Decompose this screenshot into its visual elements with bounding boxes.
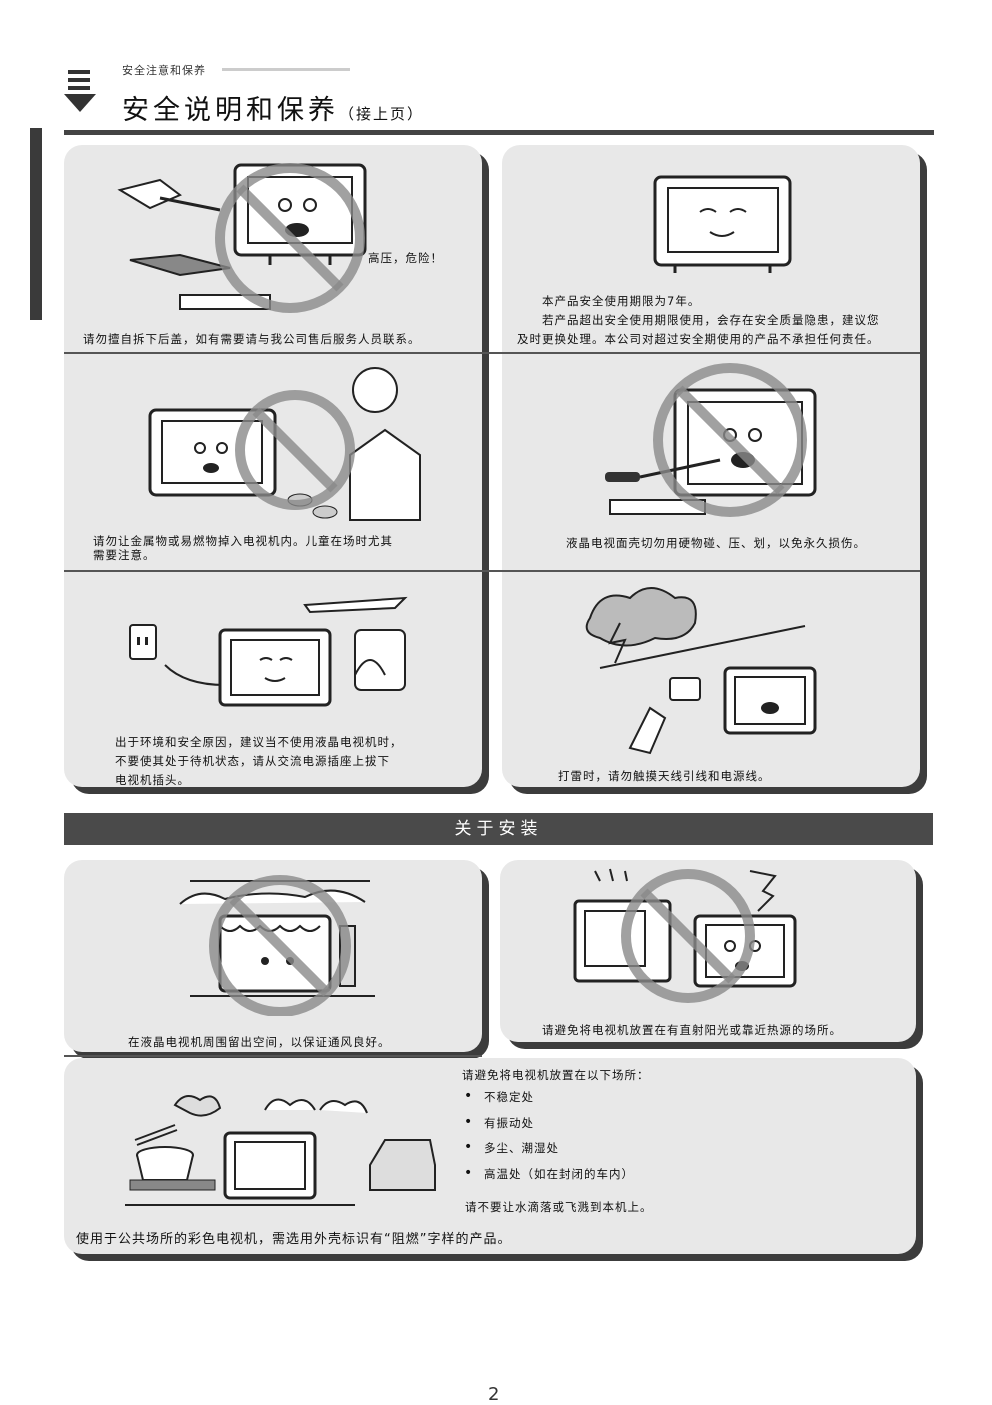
water-warning: 请不要让水滴落或飞溅到本机上。 — [465, 1200, 653, 1214]
caption-no-objects: 请勿让金属物或易燃物掉入电视机内。儿童在场时尤其需要注意。 — [93, 534, 393, 562]
unplug-line-3: 电视机插头。 — [115, 773, 190, 787]
list-item: 多尘、潮湿处 — [462, 1139, 634, 1166]
install-section-title: 关于安装 — [64, 813, 933, 845]
breadcrumb-rule — [222, 68, 350, 71]
bad-locations-illustration — [125, 1095, 436, 1206]
breadcrumb: 安全注意和保养 — [122, 64, 206, 77]
no-disassembly-illustration — [117, 163, 367, 313]
no-objects-line-2: 需要注意。 — [93, 548, 156, 562]
no-objects-illustration — [148, 367, 421, 521]
high-voltage-warning: 高压，危险！ — [368, 251, 443, 265]
page-title-suffix: （接上页） — [339, 105, 425, 123]
install-divider — [64, 1055, 482, 1057]
tv-lifetime-illustration — [653, 175, 792, 273]
lifetime-line-3: 及时更换处理。本公司对超过安全期使用的产品不承担任何责任。 — [517, 332, 880, 346]
list-item: 高温处（如在封闭的车内） — [462, 1165, 634, 1192]
unplug-illustration — [129, 596, 408, 707]
lifetime-line-2: 若产品超出安全使用期限使用，会存在安全质量隐患，建议您 — [542, 313, 880, 327]
list-item: 不稳定处 — [462, 1088, 634, 1115]
flame-retardant-note: 使用于公共场所的彩色电视机，需选用外壳标识有“阻燃”字样的产品。 — [76, 1232, 512, 1247]
no-objects-line-1: 请勿让金属物或易燃物掉入电视机内。儿童在场时尤其 — [93, 534, 393, 548]
page-title-text: 安全说明和保养 — [122, 95, 339, 126]
ventilation-illustration — [179, 875, 375, 1016]
thunderstorm-illustration — [585, 587, 817, 755]
caption-no-disassembly: 请勿擅自拆下后盖，如有需要请与我公司售后服务人员联系。 — [83, 332, 421, 346]
section-logo-icon — [64, 70, 96, 112]
no-scratch-illustration — [605, 363, 817, 517]
caption-no-scratch: 液晶电视面壳切勿用硬物碰、压、划，以免永久损伤。 — [566, 536, 866, 550]
locations-intro: 请避免将电视机放置在以下场所： — [462, 1068, 650, 1082]
caption-unplug: 出于环境和安全原因，建议当不使用液晶电视机时， 不要使其处于待机状态，请从交流电源… — [115, 733, 403, 790]
row-divider-2 — [64, 570, 920, 572]
caption-ventilation: 在液晶电视机周围留出空间，以保证通风良好。 — [128, 1035, 391, 1049]
unplug-line-1: 出于环境和安全原因，建议当不使用液晶电视机时， — [115, 735, 403, 749]
page-number: 2 — [488, 1384, 500, 1405]
side-tab-marker — [30, 128, 42, 320]
caption-heat-source: 请避免将电视机放置在有直射阳光或靠近热源的场所。 — [542, 1023, 842, 1037]
row-divider-1 — [64, 352, 920, 354]
locations-list: 不稳定处 有振动处 多尘、潮湿处 高温处（如在封闭的车内） — [462, 1088, 634, 1192]
heat-source-illustration — [573, 868, 797, 1003]
caption-thunderstorm: 打雷时，请勿触摸天线引线和电源线。 — [558, 769, 771, 783]
unplug-line-2: 不要使其处于待机状态，请从交流电源插座上拔下 — [115, 754, 390, 768]
lifetime-line-1: 本产品安全使用期限为7年。 — [542, 294, 701, 308]
title-rule — [64, 130, 934, 135]
list-item: 有振动处 — [462, 1114, 634, 1141]
page-title: 安全说明和保养（接上页） — [122, 88, 424, 127]
